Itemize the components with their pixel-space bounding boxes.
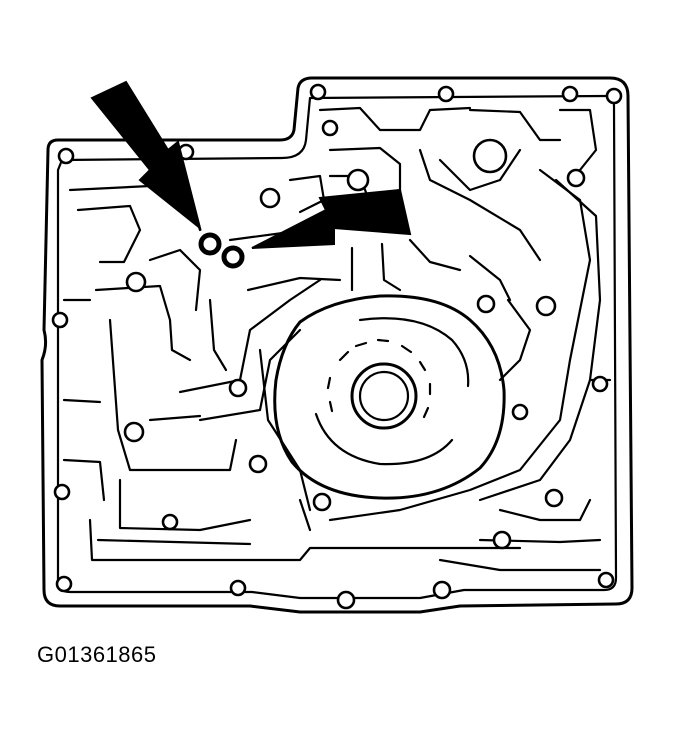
bore-dash-ring bbox=[326, 338, 432, 419]
outer-arc bbox=[358, 317, 470, 388]
gasket-inner-outline bbox=[56, 94, 618, 600]
figure-caption: G01361865 bbox=[37, 642, 157, 667]
arrow-left bbox=[90, 80, 202, 231]
gasket-outline bbox=[40, 76, 634, 614]
highlighted-ring-right bbox=[221, 245, 245, 269]
pump-cavity-outline bbox=[273, 294, 506, 500]
arrow-right bbox=[251, 188, 412, 249]
center-bore-inner bbox=[358, 370, 410, 422]
highlighted-ring-left bbox=[198, 232, 222, 256]
valve-body-gasket-diagram bbox=[40, 76, 634, 614]
center-bore bbox=[350, 362, 418, 430]
bolt-holes bbox=[51, 83, 623, 610]
lower-arc bbox=[314, 412, 454, 466]
